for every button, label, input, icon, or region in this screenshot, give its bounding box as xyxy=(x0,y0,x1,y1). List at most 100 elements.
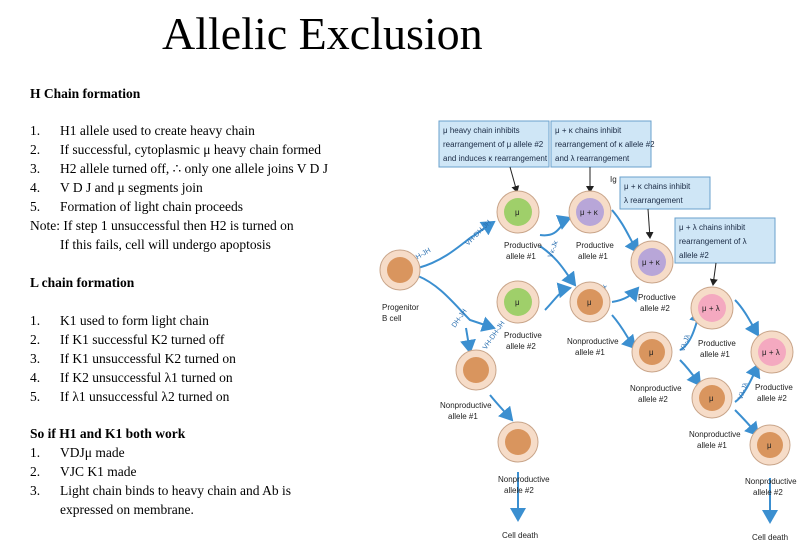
progenitor-label-1: Progenitor xyxy=(382,303,419,312)
h-step-3-number: 3. xyxy=(30,161,41,176)
both-step-2-text: VJC K1 made xyxy=(60,464,137,479)
l-step-2-number: 2. xyxy=(30,332,41,347)
info-box-2-line-2: rearrangement of κ allele #2 xyxy=(555,140,655,149)
h-note-line-1: Note: If step 1 unsuccessful then H2 is … xyxy=(30,218,294,233)
both-step-3-number: 3. xyxy=(30,483,41,498)
l-step-1-text: K1 used to form light chain xyxy=(60,313,209,328)
cell-lambda-nonproductive-allele-1: μ Nonproductive allele #1 xyxy=(689,377,741,450)
kappa-nonproductive-allele-1-label-1: Nonproductive xyxy=(567,337,619,346)
nonproductive-allele-1-label-2: allele #1 xyxy=(448,412,478,421)
h-step-4: 4. V D J and μ segments join xyxy=(30,178,203,197)
info-box-4-line-1: μ + λ chains inhibit xyxy=(679,223,746,232)
info-box-3-line-1: μ + κ chains inhibit xyxy=(624,182,691,191)
cell-nonproductive-allele-2: Nonproductive allele #2 Cell death xyxy=(497,421,550,540)
h-step-2-number: 2. xyxy=(30,142,41,157)
l-step-4: 4. If K2 unsuccessful λ1 turned on xyxy=(30,368,233,387)
cell-progenitor: Progenitor B cell xyxy=(379,249,421,323)
lambda-nonproductive-allele-2-label-2: allele #2 xyxy=(753,488,783,497)
productive-allele-2-label-2: allele #2 xyxy=(506,342,536,351)
l-step-4-text: If K2 unsuccessful λ1 turned on xyxy=(60,370,233,385)
h-step-1: 1.H1 allele used to create heavy chain xyxy=(30,121,255,140)
h-step-3: 3.H2 allele turned off, ∴ only one allel… xyxy=(30,159,328,178)
lambda-productive-allele-1-label-1: Productive xyxy=(698,339,736,348)
h-step-4-text: V D J and μ segments join xyxy=(60,180,203,195)
cell-kappa-nonproductive-allele-1: μ Nonproductive allele #1 xyxy=(567,281,619,357)
nonproductive-allele-2-label-2: allele #2 xyxy=(504,486,534,495)
l-step-5-text: If λ1 unsuccessful λ2 turned on xyxy=(60,389,230,404)
cell-kappa-productive-allele-2: μ + κ Productive allele #2 xyxy=(630,240,676,313)
cell-kappa-productive-allele-2-text: μ + κ xyxy=(642,258,661,267)
cell-kappa-nonproductive-allele-2-mu: μ xyxy=(649,348,654,357)
lambda-productive-allele-2-label-1: Productive xyxy=(755,383,793,392)
cell-lambda-nonproductive-allele-1-mu: μ xyxy=(709,394,714,403)
lambda-productive-allele-1-label-2: allele #1 xyxy=(700,350,730,359)
info-box-1-line-2: rearrangement of μ allele #2 xyxy=(443,140,544,149)
cell-lambda-nonproductive-allele-2-mu: μ xyxy=(767,441,772,450)
cell-lambda-productive-allele-2: μ + λ Productive allele #2 xyxy=(750,330,794,403)
h-chain-heading: H Chain formation xyxy=(30,86,141,101)
h-step-5: 5. Formation of light chain proceeds xyxy=(30,197,243,216)
both-step-2: 2.VJC K1 made xyxy=(30,462,137,481)
nonproductive-allele-2-label-1: Nonproductive xyxy=(498,475,550,484)
cell-productive-allele-2: μ Productive allele #2 xyxy=(496,280,542,351)
cell-nonproductive-allele-1: Nonproductive allele #1 xyxy=(440,349,497,421)
kappa-nonproductive-allele-2-label-2: allele #2 xyxy=(638,395,668,404)
h-step-2: 2. If successful, cytoplasmic μ heavy cha… xyxy=(30,140,321,159)
cell-productive-allele-2-mu: μ xyxy=(515,298,520,307)
info-box-2-line-1: μ + κ chains inhibit xyxy=(555,126,622,135)
cell-death-label-2: Cell death xyxy=(752,533,788,542)
cell-lambda-productive-allele-1: μ + λ Productive allele #1 xyxy=(690,286,736,359)
lambda-productive-allele-2-label-2: allele #2 xyxy=(757,394,787,403)
cell-productive-allele-1: μ Productive allele #1 xyxy=(496,190,542,261)
l-step-1-number: 1. xyxy=(30,313,41,328)
l-step-1: 1. K1 used to form light chain xyxy=(30,311,209,330)
info-box-4-line-3: allele #2 xyxy=(679,251,709,260)
both-step-1-number: 1. xyxy=(30,445,41,460)
productive-allele-1-label-2: allele #1 xyxy=(506,252,536,261)
info-box-3-line-2: λ rearrangement xyxy=(624,196,683,205)
kappa-nonproductive-allele-2-label-1: Nonproductive xyxy=(630,384,682,393)
l-step-2-text: If K1 successful K2 turned off xyxy=(60,332,225,347)
both-work-heading: So if H1 and K1 both work xyxy=(30,426,186,441)
box-4-arrow xyxy=(709,262,718,286)
cell-productive-allele-1-mu: μ xyxy=(515,208,520,217)
h-step-1-number: 1. xyxy=(30,123,41,138)
info-box-4: μ + λ chains inhibit rearrangement of λ … xyxy=(674,217,776,264)
l-step-3-text: If K1 unsuccessful K2 turned on xyxy=(60,351,236,366)
h-note-line-2: If this fails, cell will undergo apoptos… xyxy=(60,237,271,252)
both-step-3-text-cont: expressed on membrane. xyxy=(60,502,194,517)
info-box-3: μ + κ chains inhibit λ rearrangement xyxy=(619,176,711,210)
box-3-arrow xyxy=(645,208,654,239)
cell-kappa-nonproductive-allele-2: μ Nonproductive allele #2 xyxy=(630,331,682,404)
kappa-productive-allele-2-label-1: Productive xyxy=(638,293,676,302)
lambda-nonproductive-allele-1-label-2: allele #1 xyxy=(697,441,727,450)
label-vk-jk-1: Vκ-Jκ xyxy=(547,239,560,258)
both-step-3: 3. Light chain binds to heavy chain and A… xyxy=(30,481,291,500)
l-chain-heading: L chain formation xyxy=(30,275,135,290)
h-step-5-text: Formation of light chain proceeds xyxy=(60,199,243,214)
l-step-3-number: 3. xyxy=(30,351,41,366)
l-step-4-number: 4. xyxy=(30,370,41,385)
label-vl-jl-2: Vλ-Jλ xyxy=(737,381,750,400)
l-step-5: 5. If λ1 unsuccessful λ2 turned on xyxy=(30,387,229,406)
label-vh-dh-jh-1: VH-DH-JH xyxy=(464,219,492,247)
h-step-2-text: If successful, cytoplasmic μ heavy chain… xyxy=(60,142,322,157)
cell-kappa-productive-allele-1: μ + κ Ig Productive allele #1 xyxy=(568,175,617,261)
cell-lambda-productive-allele-1-text: μ + λ xyxy=(702,304,720,313)
l-step-2: 2. If K1 successful K2 turned off xyxy=(30,330,224,349)
cell-lambda-productive-allele-2-text: μ + λ xyxy=(762,348,780,357)
label-dh-jh-2: DH-JH xyxy=(451,308,469,329)
l-step-5-number: 5. xyxy=(30,389,41,404)
both-step-3-text: Light chain binds to heavy chain and Ab … xyxy=(60,483,291,498)
label-vl-jl-1: Vλ-Jλ xyxy=(679,333,692,352)
info-box-1: μ heavy chain inhibits rearrangement of … xyxy=(438,120,550,168)
productive-allele-1-label-1: Productive xyxy=(504,241,542,250)
h-step-4-number: 4. xyxy=(30,180,41,195)
productive-allele-2-label-1: Productive xyxy=(504,331,542,340)
cell-kappa-productive-allele-1-text: μ + κ xyxy=(580,208,599,217)
box-1-arrow xyxy=(509,166,520,193)
info-box-1-line-3: and induces κ rearrangement xyxy=(443,154,548,163)
info-box-4-line-2: rearrangement of λ xyxy=(679,237,747,246)
h-step-5-number: 5. xyxy=(30,199,41,214)
